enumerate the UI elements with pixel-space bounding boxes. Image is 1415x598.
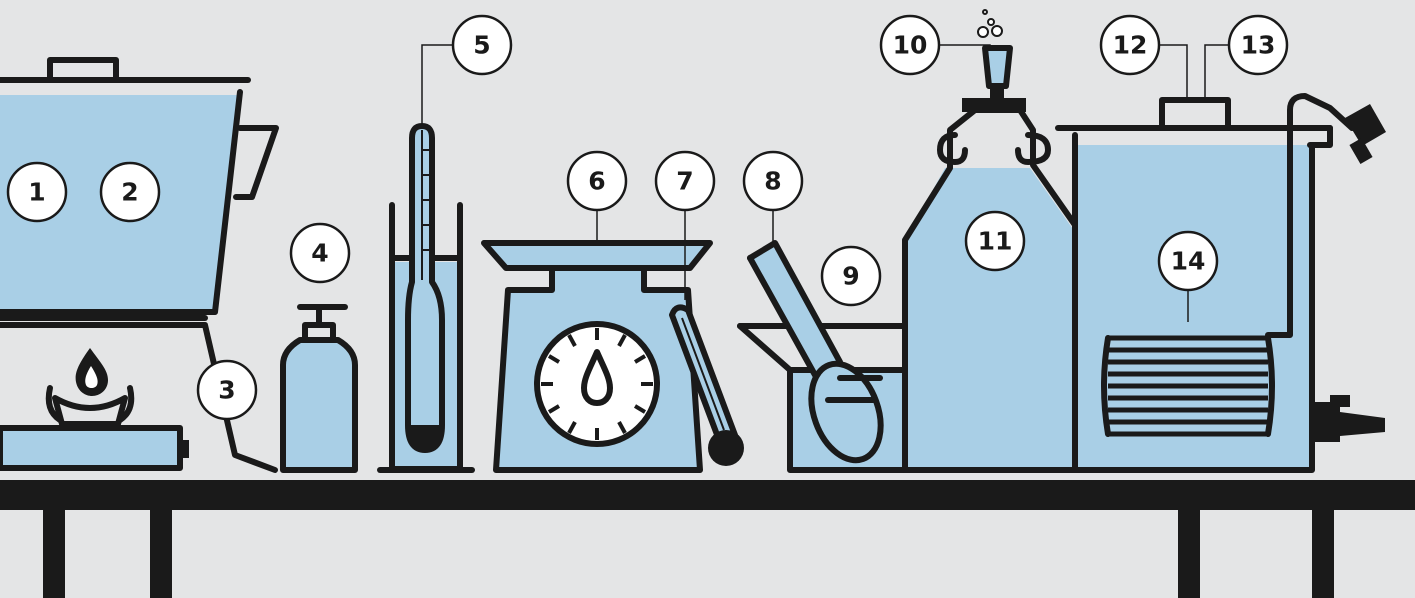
svg-text:8: 8	[764, 167, 781, 196]
callout-7: 7	[654, 150, 716, 212]
svg-text:7: 7	[676, 167, 693, 196]
svg-text:9: 9	[842, 262, 859, 291]
fermenter-bucket-icon	[1055, 97, 1385, 473]
svg-text:4: 4	[311, 239, 328, 268]
svg-text:12: 12	[1113, 31, 1148, 60]
callout-4: 4	[289, 222, 351, 284]
leader-lines	[421, 44, 1228, 322]
svg-text:1: 1	[28, 178, 45, 207]
kitchen-scale-icon	[481, 240, 713, 473]
svg-text:3: 3	[218, 376, 235, 405]
svg-text:13: 13	[1241, 31, 1276, 60]
svg-text:2: 2	[121, 178, 138, 207]
sanitizer-bottle-icon	[280, 304, 358, 473]
spoon-icon	[747, 240, 884, 464]
svg-text:14: 14	[1171, 247, 1206, 276]
callout-3: 3	[196, 359, 258, 421]
hydrometer-icon	[377, 123, 475, 473]
svg-text:5: 5	[473, 31, 490, 60]
callout-9: 9	[820, 245, 882, 307]
callout-11: 11	[964, 210, 1026, 272]
callout-5: 5	[451, 14, 513, 76]
callout-8: 8	[742, 150, 804, 212]
callout-1: 1	[6, 161, 68, 223]
callout-6: 6	[566, 150, 628, 212]
callout-12: 12	[1099, 14, 1161, 76]
callout-13: 13	[1227, 14, 1289, 76]
thermometer-icon	[669, 304, 744, 466]
wort-chiller-icon	[1101, 93, 1386, 437]
gas-burner-icon	[0, 315, 278, 473]
svg-text:10: 10	[893, 31, 928, 60]
svg-text:6: 6	[588, 167, 605, 196]
carboy-icon	[902, 98, 1078, 473]
callout-10: 10	[879, 14, 941, 76]
svg-text:11: 11	[978, 227, 1013, 256]
bench-icon	[0, 480, 1415, 598]
callout-2: 2	[99, 161, 161, 223]
airlock-icon	[977, 9, 1013, 108]
callout-14: 14	[1157, 230, 1219, 292]
